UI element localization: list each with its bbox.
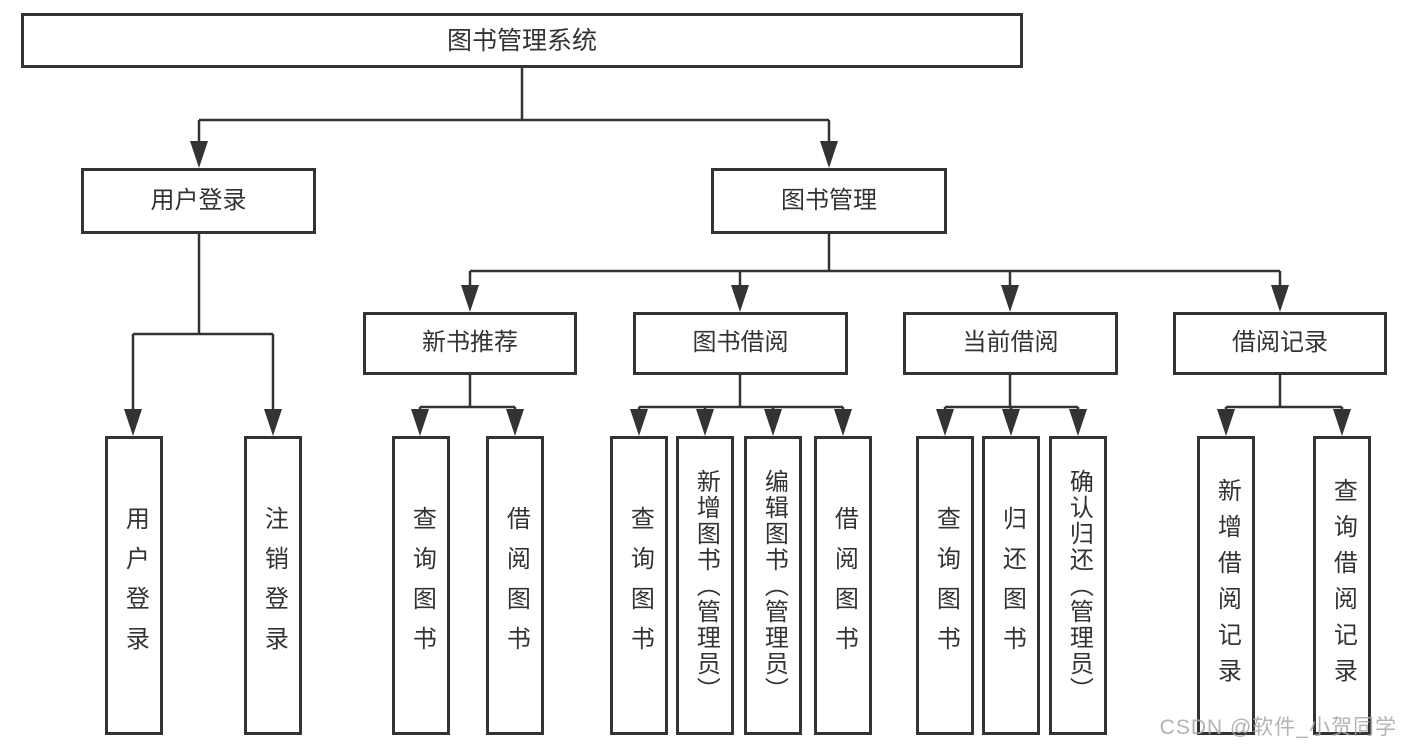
node-logout-leaf: 注销登录 — [244, 436, 302, 735]
node-query-borrow-record: 查询借阅记录 — [1313, 436, 1371, 735]
node-library-management-system: 图书管理系统 — [21, 13, 1023, 68]
node-add-borrow-record: 新增借阅记录 — [1197, 436, 1255, 735]
node-confirm-return-admin: 确认归还（管理员） — [1049, 436, 1107, 735]
node-user-login-leaf: 用户登录 — [105, 436, 163, 735]
node-return-books: 归还图书 — [982, 436, 1040, 735]
node-query-books-borrowing: 查询图书 — [610, 436, 668, 735]
node-current-borrowing: 当前借阅 — [903, 312, 1118, 375]
node-query-books-recommend: 查询图书 — [392, 436, 450, 735]
node-borrowing-records: 借阅记录 — [1173, 312, 1387, 375]
node-edit-books-admin: 编辑图书（管理员） — [744, 436, 802, 735]
node-borrow-books-borrowing: 借阅图书 — [814, 436, 872, 735]
node-borrow-books-recommend: 借阅图书 — [486, 436, 544, 735]
node-book-management-module: 图书管理 — [711, 168, 947, 234]
arrowheads — [124, 141, 1351, 436]
node-add-books-admin: 新增图书（管理员） — [676, 436, 734, 735]
node-new-book-recommendation: 新书推荐 — [363, 312, 577, 375]
csdn-watermark: CSDN @软件_小贺同学 — [1159, 716, 1397, 739]
node-user-login-module: 用户登录 — [81, 168, 316, 234]
node-book-borrowing: 图书借阅 — [633, 312, 848, 375]
node-query-books-current: 查询图书 — [916, 436, 974, 735]
